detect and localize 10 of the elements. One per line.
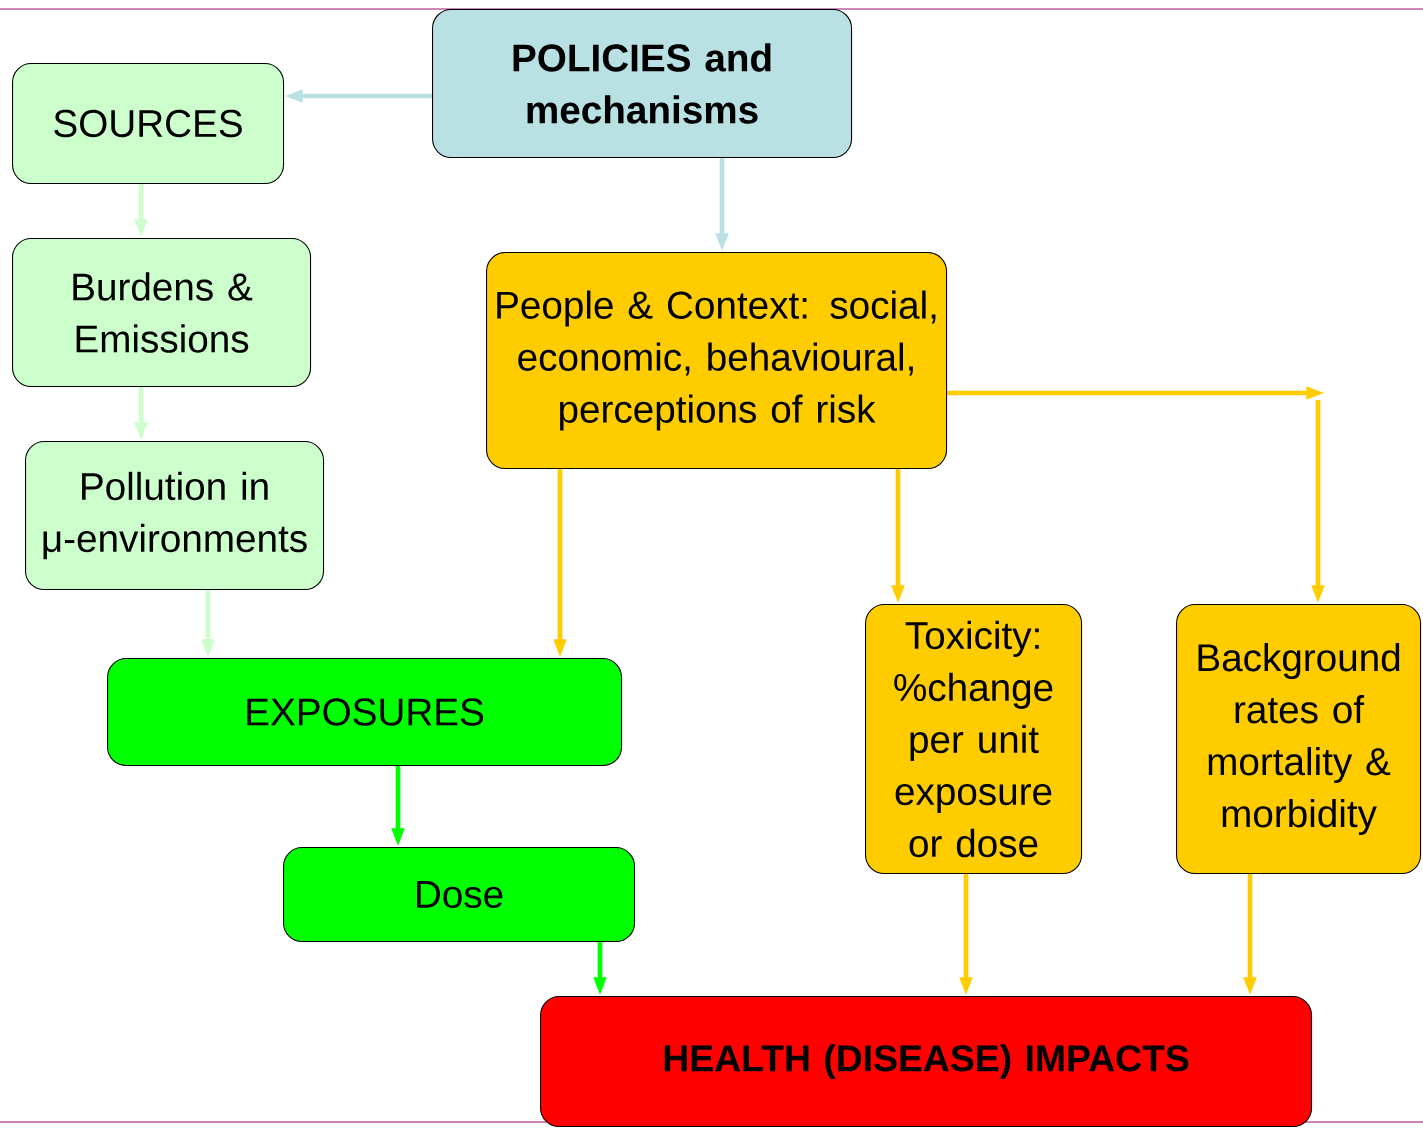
- outcome-box: HEALTH (DISEASE) IMPACTS: [540, 996, 1313, 1128]
- context-box: People & Context: social, economic, behavioural, perceptions of risk: [486, 252, 948, 470]
- process-box: Burdens & Emissions: [12, 238, 312, 388]
- process-box: SOURCES: [12, 63, 285, 185]
- factor-box: Background rates of mortality & morbidity: [1176, 604, 1422, 875]
- process-box: Dose: [283, 847, 636, 943]
- process-box: EXPOSURES: [107, 658, 623, 767]
- process-box: Pollution in μ-environments: [25, 441, 325, 591]
- factor-box: Toxicity: %change per unit exposure or dose: [865, 604, 1083, 875]
- policy-box: POLICIES and mechanisms: [432, 9, 853, 159]
